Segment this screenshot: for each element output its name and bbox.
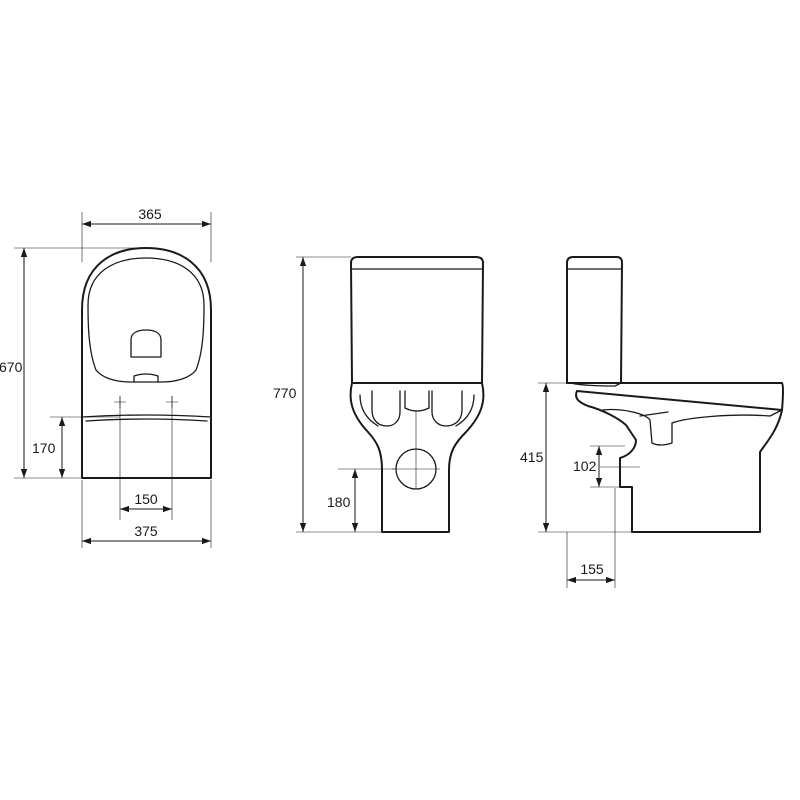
dim-outlet-height: 180 xyxy=(327,468,396,532)
dim-top-depth: 670 xyxy=(0,247,146,479)
dim-label-170: 170 xyxy=(32,440,56,456)
dim-base-width: 375 xyxy=(81,480,212,548)
dim-label-155: 155 xyxy=(580,561,604,577)
dim-label-415: 415 xyxy=(520,449,544,465)
side-view-outline xyxy=(566,256,784,533)
dim-outlet-offset: 155 xyxy=(566,488,616,588)
dim-label-365: 365 xyxy=(138,206,162,222)
dim-label-670: 670 xyxy=(0,359,23,375)
front-view-outline xyxy=(349,256,485,533)
dim-side-outlet-height: 102 xyxy=(573,445,625,488)
dim-total-height: 770 xyxy=(273,256,382,533)
top-view: 365 670 170 150 375 xyxy=(0,206,212,548)
dim-seat-height: 415 xyxy=(520,382,632,533)
dim-label-102: 102 xyxy=(573,458,597,474)
dim-top-width: 365 xyxy=(81,206,212,262)
dim-top-front: 170 xyxy=(32,416,120,478)
front-view: 770 180 xyxy=(273,256,485,533)
side-view: 415 102 155 xyxy=(520,256,784,588)
dim-fixing-spacing: 150 xyxy=(119,396,173,520)
dim-label-150: 150 xyxy=(134,491,158,507)
dim-label-375: 375 xyxy=(134,523,158,539)
dim-label-770: 770 xyxy=(273,385,297,401)
dim-label-180: 180 xyxy=(327,494,351,510)
top-view-outline xyxy=(81,247,212,479)
